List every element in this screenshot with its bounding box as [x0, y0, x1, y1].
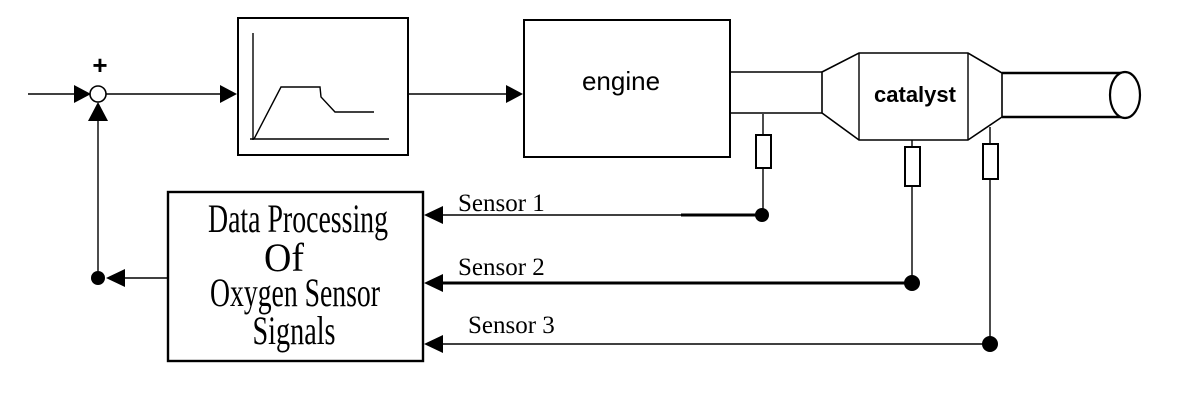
feedback-junction-dot — [91, 271, 105, 285]
catalyst-label: catalyst — [874, 82, 957, 107]
summing-junction — [89, 85, 107, 103]
engine-block — [523, 19, 731, 158]
oxygen-sensor-1 — [755, 134, 772, 169]
data-processing-label-line-3: Oxygen Sensor — [210, 270, 380, 315]
sensor-1-arrow-icon — [424, 206, 443, 224]
sensor-2-arrow-icon — [424, 274, 443, 292]
to-summing-junction-arrow-icon — [88, 102, 108, 121]
sensor-2-label: Sensor 2 — [458, 254, 545, 281]
sensor-1-junction-dot — [755, 208, 769, 222]
sensor-3-label: Sensor 3 — [468, 312, 555, 339]
controller-block — [237, 17, 409, 156]
sensor-1-label: Sensor 1 — [458, 190, 545, 217]
oxygen-sensor-2 — [904, 146, 921, 187]
feedback-arrow-icon — [106, 269, 125, 287]
data-processing-block — [166, 190, 425, 363]
sensor-3-junction-dot — [982, 336, 998, 352]
data-processing-label-line-2: Of — [264, 235, 305, 280]
data-processing-label-line-1: Data Processing — [208, 196, 388, 241]
tailpipe-outlet-ellipse — [1108, 70, 1142, 120]
plus-sign: + — [92, 50, 107, 80]
reference-input-arrow-icon — [74, 85, 91, 103]
engine-label: engine — [582, 66, 660, 96]
controller-curve — [253, 86, 374, 140]
to-engine-arrow-icon — [506, 85, 523, 103]
oxygen-sensor-3 — [982, 143, 999, 180]
sensor-2-junction-dot — [904, 275, 920, 291]
sensor-3-arrow-icon — [424, 335, 443, 353]
data-processing-label-line-4: Signals — [253, 308, 336, 353]
to-controller-arrow-icon — [220, 85, 237, 103]
